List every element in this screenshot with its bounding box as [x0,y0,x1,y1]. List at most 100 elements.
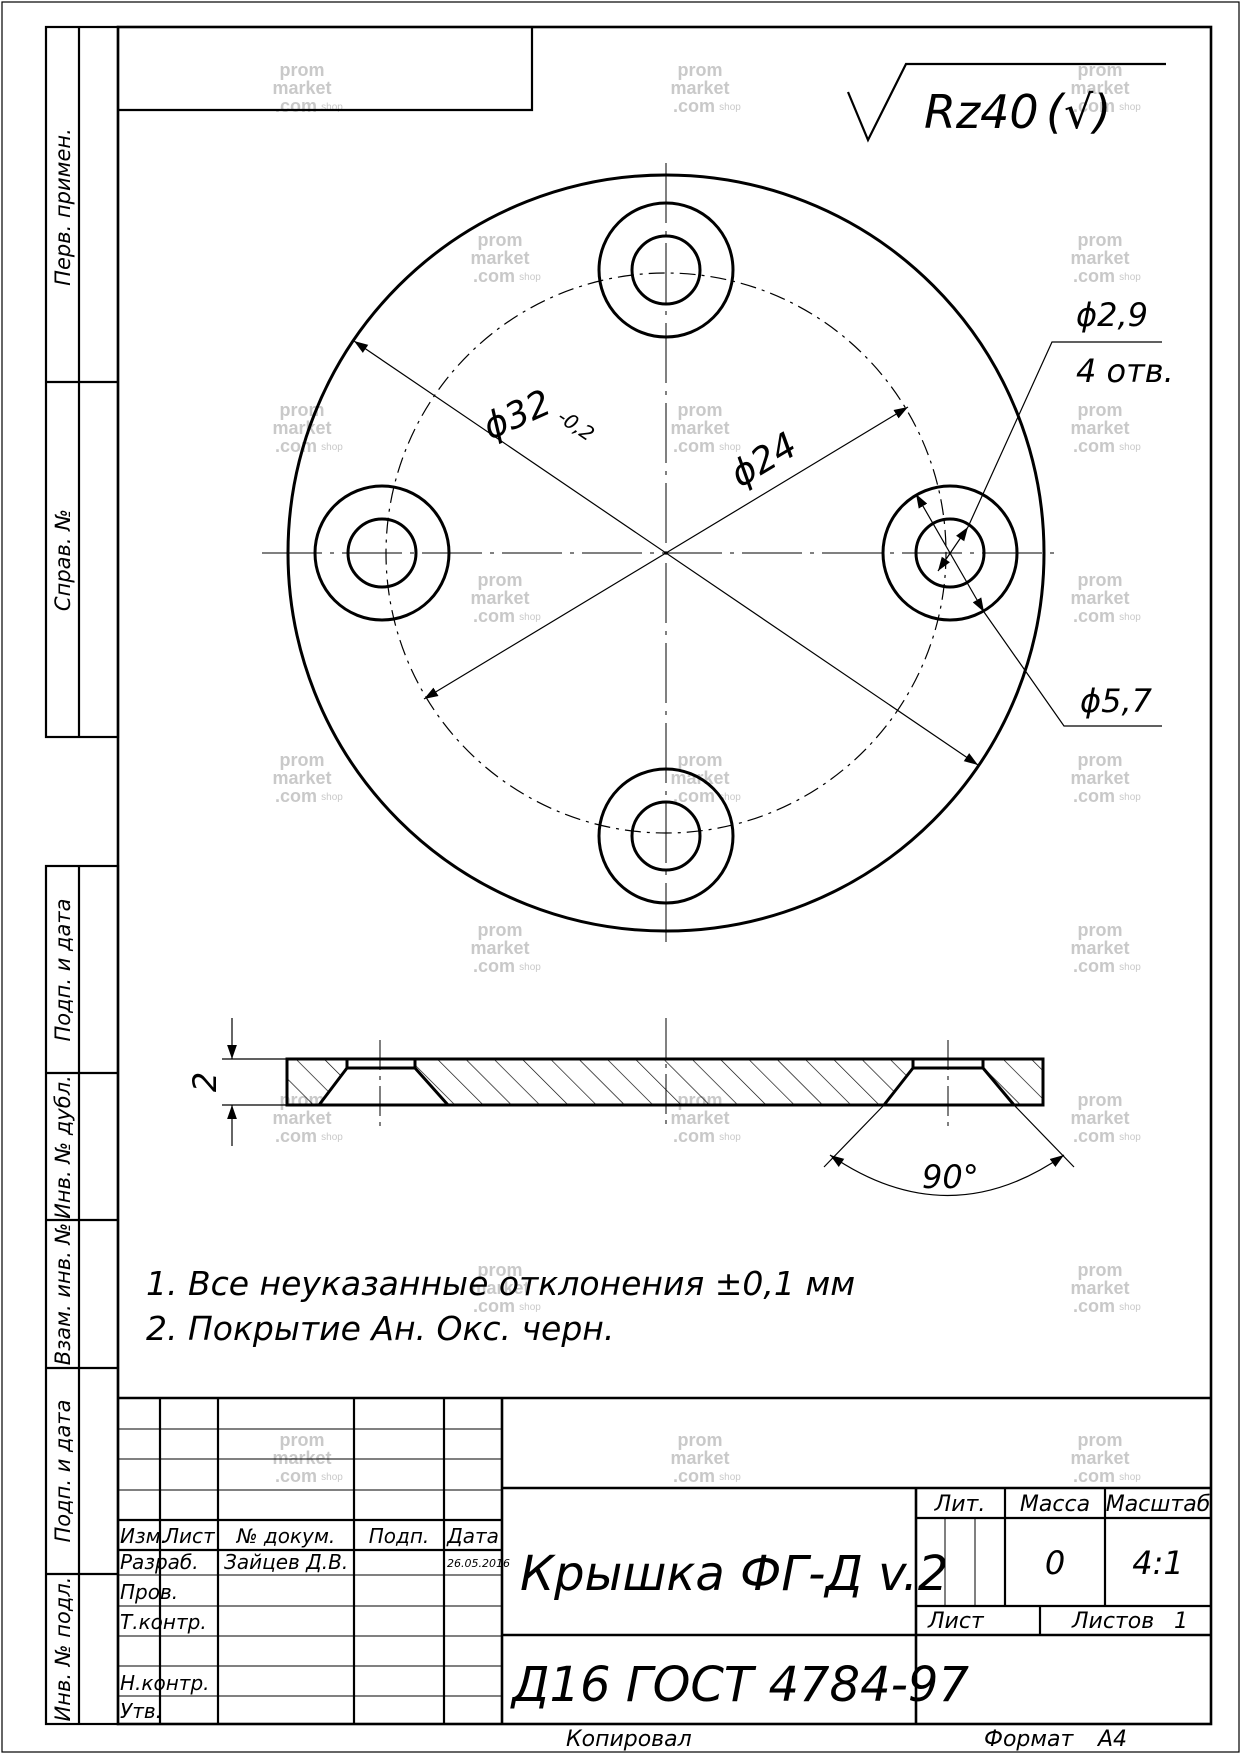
watermark-text: .com [1073,786,1115,806]
note-2: 2. Покрытие Ан. Окс. черн. [146,1309,614,1348]
side-label-podp-data-top: Подп. и дата [51,898,75,1041]
watermark-text: market [670,418,729,438]
developer-name: Зайцев Д.В. [224,1550,348,1574]
watermark-text: prom [478,230,523,250]
sheets-value: 1 [1174,1609,1188,1634]
header-data: Дата [446,1524,499,1548]
part-name: Крышка ФГ-Д v.2 [520,1546,948,1602]
watermark-text: market [470,938,529,958]
watermark-text: market [1070,1448,1129,1468]
watermark-text: shop [519,1302,541,1313]
watermark-text: market [1070,768,1129,788]
watermark-text: .com [1073,266,1115,286]
role-tkontr: Т.контр. [120,1610,207,1634]
mass-value: 0 [1045,1544,1065,1582]
side-label-perv-primen: Перв. примен. [51,128,75,286]
watermark-text: shop [1119,102,1141,113]
watermark-text: .com [673,436,715,456]
watermark-text: market [1070,248,1129,268]
role-utv: Утв. [120,1699,162,1723]
watermark-text: market [1070,1278,1129,1298]
section-dimension-texts: 2 90° [186,1072,979,1196]
watermark-text: .com [473,606,515,626]
watermark-text: .com [1073,956,1115,976]
watermark-text: market [1070,1108,1129,1128]
watermark-text: prom [280,60,325,80]
roughness-suffix: (√) [1046,85,1111,139]
watermark-text: shop [321,442,343,453]
side-label-inv-podl: Инв. № подл. [51,1577,75,1722]
mass-label: Масса [1020,1492,1090,1517]
dim-countersink-angle: 90° [922,1158,979,1196]
watermark-text: shop [1119,272,1141,283]
watermark-text: market [670,78,729,98]
watermark-text: .com [1073,436,1115,456]
watermark-text: .com [275,96,317,116]
watermark-text: prom [478,1260,523,1280]
watermark-text: shop [519,272,541,283]
side-label-inv-dubl: Инв. № дубл. [51,1075,75,1219]
watermark-text: shop [321,1132,343,1143]
watermark-text: prom [280,750,325,770]
sheet-label: Лист [927,1609,985,1634]
side-labels: Перв. примен. Справ. № Подп. и дата Инв.… [51,128,75,1721]
technical-notes: 1. Все неуказанные отклонения ±0,1 мм 2.… [146,1264,855,1348]
scale-label: Масштаб [1106,1492,1211,1517]
watermark-text: .com [473,266,515,286]
watermark-text: shop [519,612,541,623]
watermark-text: shop [321,1472,343,1483]
watermark-text: market [670,1448,729,1468]
watermark-text: prom [1078,1430,1123,1450]
watermark-text: prom [1078,570,1123,590]
dim-line-bolt-circle [423,406,909,700]
watermark-text: prom [678,750,723,770]
watermark-text: shop [1119,612,1141,623]
role-prov: Пров. [120,1580,178,1604]
sheet-footer: Копировал Формат A4 [566,1727,1127,1752]
watermark-text: shop [1119,1302,1141,1313]
watermark-text: shop [719,792,741,803]
watermark-text: .com [1073,1466,1115,1486]
title-block-lines [118,1396,1211,1724]
watermark-text: shop [321,792,343,803]
dim-outer-diameter: ϕ32 [477,382,557,448]
watermark-text: prom [1078,230,1123,250]
copied-label: Копировал [566,1727,692,1752]
watermark-text: market [272,1108,331,1128]
watermark-text: shop [719,1472,741,1483]
watermark-text: .com [275,1466,317,1486]
watermark-text: prom [478,570,523,590]
watermark-text: .com [1073,606,1115,626]
plan-view [262,163,1162,942]
watermark-text: .com [1073,96,1115,116]
watermark-text: .com [673,1126,715,1146]
watermark-text: prom [1078,1090,1123,1110]
dim-line-hole [937,526,969,572]
side-label-sprav-no: Справ. № [51,509,75,611]
watermark-text: prom [1078,1260,1123,1280]
watermark-text: .com [1073,1126,1115,1146]
outer-contour [286,173,1046,933]
dim-counterbore-diameter: ϕ5,7 [1080,682,1153,720]
watermark-text: .com [275,786,317,806]
developer-date: 26.05.2016 [447,1557,510,1570]
watermark-text: shop [1119,962,1141,973]
lit-label: Лит. [934,1492,986,1517]
watermark-text: prom [478,920,523,940]
header-izm: Изм. [120,1524,167,1548]
